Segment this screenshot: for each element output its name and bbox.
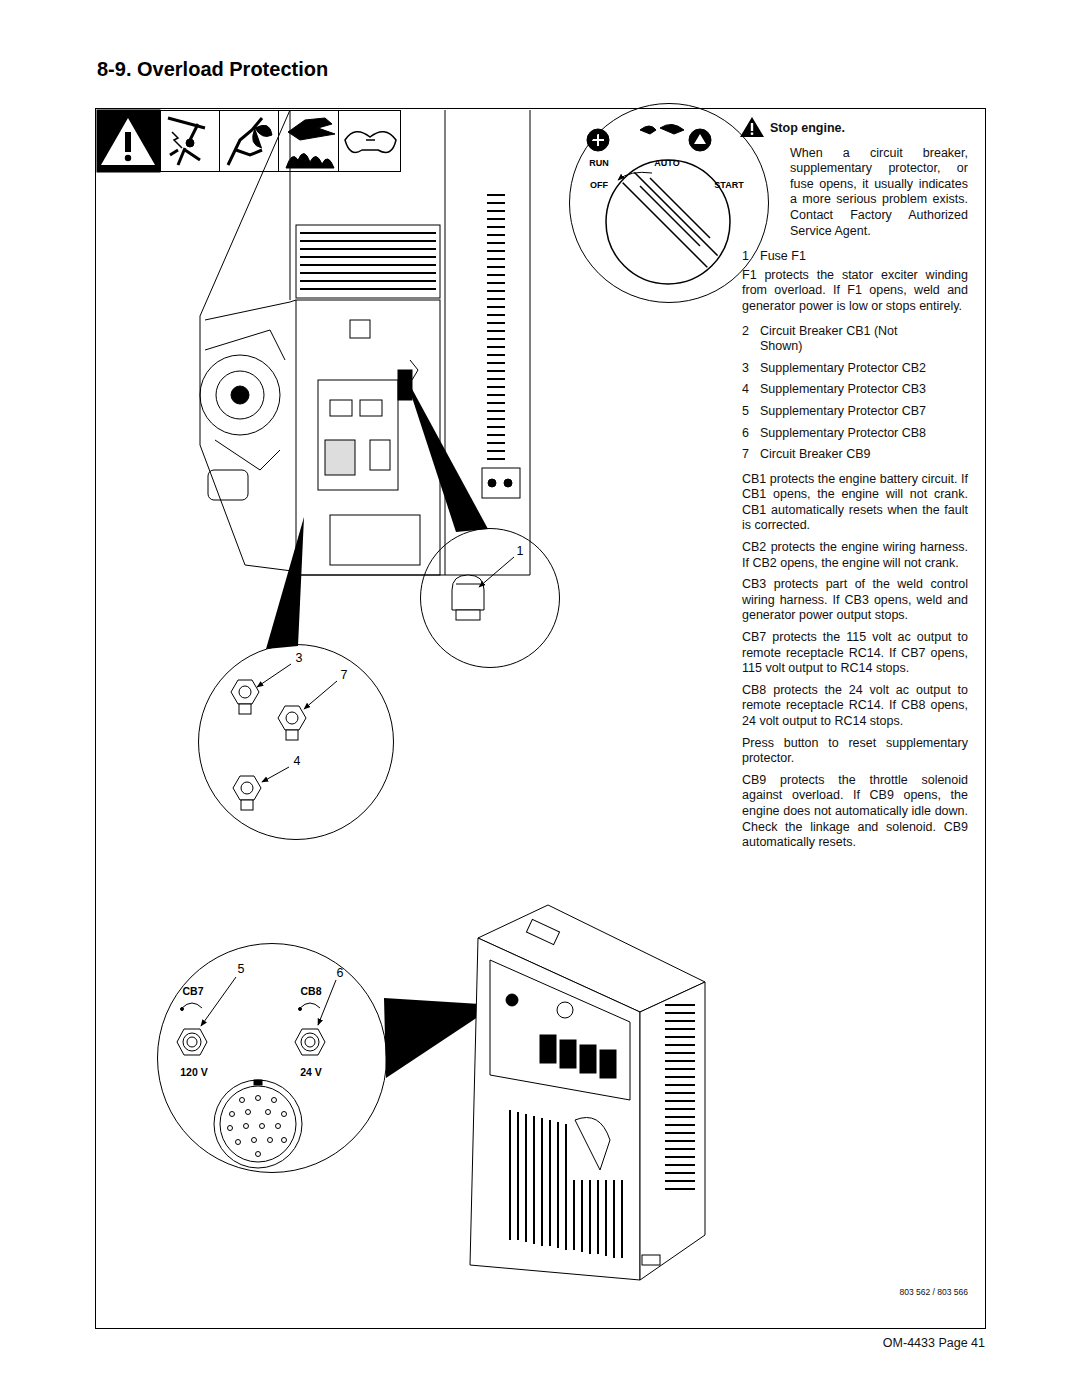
- description: CB8 protects the 24 volt ac output to re…: [742, 683, 968, 730]
- description: F1 protects the stator exciter winding f…: [742, 268, 968, 315]
- welder-generator-exterior: [470, 905, 705, 1280]
- description: CB3 protects part of the weld control wi…: [742, 577, 968, 624]
- warning-text: When a circuit breaker, supplementary pr…: [790, 146, 968, 240]
- panel-label: 24 V: [300, 1066, 322, 1078]
- parts-list-row: 7Circuit Breaker CB9: [742, 447, 968, 463]
- part-name: Circuit Breaker CB9: [760, 447, 870, 463]
- engine-control-switch: [587, 124, 730, 284]
- section-title: 8-9. Overload Protection: [97, 58, 328, 81]
- part-name: Fuse F1: [760, 249, 960, 265]
- text-block: CB1 protects the engine battery circuit.…: [742, 472, 968, 534]
- text-block: CB9 protects the throttle solenoid again…: [742, 773, 968, 851]
- text-block: F1 protects the stator exciter winding f…: [742, 268, 968, 315]
- control-switch-detail: RUN AUTO OFF START: [569, 103, 769, 303]
- text-block: CB3 protects part of the weld control wi…: [742, 577, 968, 624]
- fuse-holder: [452, 557, 514, 620]
- part-name: Supplementary Protector CB8: [760, 426, 926, 442]
- switch-position: START: [714, 180, 743, 190]
- panel-label: CB7: [182, 985, 203, 997]
- callout-wedge: [405, 376, 488, 532]
- parts-list-row: 4Supplementary Protector CB3: [742, 382, 968, 398]
- text-block: CB7 protects the 115 volt ac output to r…: [742, 630, 968, 677]
- drawing-number: 803 562 / 803 566: [899, 1285, 968, 1301]
- parts-list-row: 5Supplementary Protector CB7: [742, 404, 968, 420]
- switch-position: AUTO: [654, 158, 679, 168]
- parts-list-row: 2Circuit Breaker CB1 (Not Shown): [742, 324, 968, 355]
- text-block: Stop engine.: [742, 121, 968, 137]
- text-column: Stop engine. When a circuit breaker, supp…: [742, 121, 968, 851]
- callout-number: 1: [517, 544, 524, 558]
- description: CB2 protects the engine wiring harness. …: [742, 540, 968, 571]
- parts-list-row: 6Supplementary Protector CB8: [742, 426, 968, 442]
- text-block: Press button to reset supplementary prot…: [742, 736, 968, 767]
- callout-number: 3: [742, 361, 760, 377]
- callout-number: 5: [742, 404, 760, 420]
- text-block: CB2 protects the engine wiring harness. …: [742, 540, 968, 571]
- text-block: CB8 protects the 24 volt ac output to re…: [742, 683, 968, 730]
- description: CB9 protects the throttle solenoid again…: [742, 773, 968, 851]
- description: CB1 protects the engine battery circuit.…: [742, 472, 968, 534]
- callout-number: 2: [742, 324, 760, 355]
- callout-number: 4: [742, 382, 760, 398]
- front-panel-detail-circle: 5 6CB7 CB8 120 V 24 V: [157, 943, 387, 1173]
- callout-number: 3: [296, 651, 303, 665]
- callout-number: 4: [294, 754, 301, 768]
- callout-number: 7: [341, 668, 348, 682]
- part-name: Supplementary Protector CB3: [760, 382, 926, 398]
- switch-position: OFF: [590, 180, 608, 190]
- parts-list-row: 1Fuse F1: [742, 249, 968, 265]
- warning-symbol: [740, 117, 764, 137]
- switch-position: RUN: [589, 158, 609, 168]
- callout-number: 6: [742, 426, 760, 442]
- panel-label: CB8: [300, 985, 321, 997]
- supplementary-protectors: [231, 664, 337, 810]
- page-footer: OM-4433 Page 41: [883, 1336, 985, 1352]
- callout-number: 7: [742, 447, 760, 463]
- safety-icons: [97, 110, 401, 172]
- part-name: Supplementary Protector CB2: [760, 361, 926, 377]
- front-panel-protectors: [177, 977, 336, 1168]
- part-name: Circuit Breaker CB1 (Not Shown): [760, 324, 935, 355]
- welder-generator-interior: [200, 110, 530, 575]
- part-name: Supplementary Protector CB7: [760, 404, 926, 420]
- callout-number: 1: [742, 249, 760, 265]
- description: CB7 protects the 115 volt ac output to r…: [742, 630, 968, 677]
- note: Press button to reset supplementary prot…: [742, 736, 968, 767]
- panel-label: 120 V: [180, 1066, 207, 1078]
- callout-wedge: [266, 517, 304, 649]
- text-block: When a circuit breaker, supplementary pr…: [742, 146, 968, 240]
- fuse-detail-circle: 1: [420, 528, 560, 668]
- protector-detail-circle: 3 7 4: [198, 644, 394, 840]
- parts-list-row: 3Supplementary Protector CB2: [742, 361, 968, 377]
- warning-heading: Stop engine.: [770, 121, 968, 137]
- panel-label: 6: [337, 966, 344, 980]
- page-frame: [96, 109, 986, 1329]
- panel-label: 5: [238, 962, 245, 976]
